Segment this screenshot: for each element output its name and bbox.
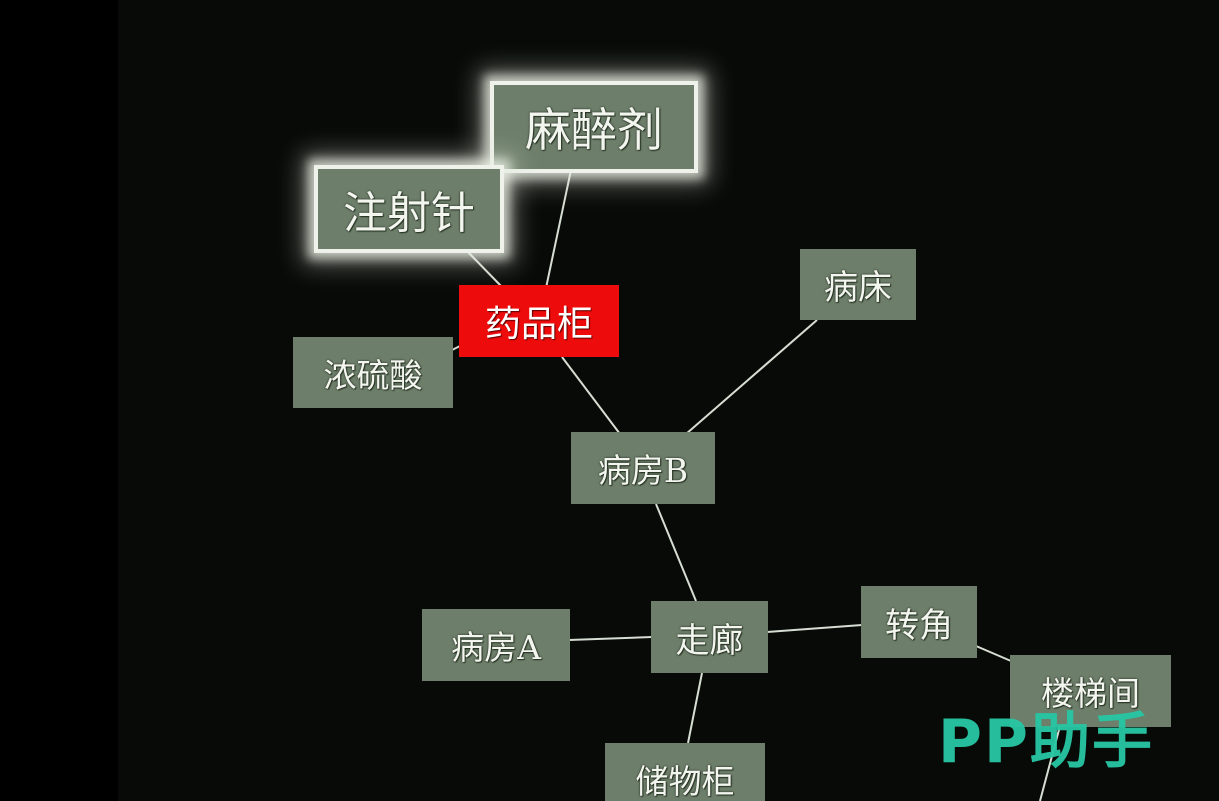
node-bingchuang[interactable]: 病床 xyxy=(800,249,916,320)
node-zhuanjiao[interactable]: 转角 xyxy=(861,586,977,658)
node-zhusheizhen[interactable]: 注射针 xyxy=(314,165,504,253)
link-zoulang-zhuanjiao xyxy=(766,624,863,633)
link-bingchuang-bingfangb xyxy=(685,319,818,435)
letterbox-bar xyxy=(0,0,118,801)
node-bingfang-a[interactable]: 病房A xyxy=(422,609,570,681)
link-yaopingui-bingfangb xyxy=(561,356,621,435)
link-zhuanjiao-loutijian xyxy=(975,645,1012,662)
node-chuwugui[interactable]: 储物柜 xyxy=(605,743,765,801)
link-nongliusuan-yaopingui xyxy=(451,345,461,351)
node-zoulang[interactable]: 走廊 xyxy=(651,601,768,673)
node-bingfang-b[interactable]: 病房B xyxy=(571,432,715,504)
node-mazuiji[interactable]: 麻醉剂 xyxy=(490,81,698,173)
link-mazuiji-yaopingui xyxy=(545,169,572,289)
node-nongliusuan[interactable]: 浓硫酸 xyxy=(293,337,453,408)
link-zhusheizhen-yaopingui xyxy=(465,249,503,288)
link-bingfanga-zoulang xyxy=(568,636,653,641)
pp-assistant-watermark: PP助手 xyxy=(938,706,1154,777)
link-loutijian-offscreen xyxy=(1039,725,1061,801)
node-loutijian[interactable]: 楼梯间 xyxy=(1010,655,1171,727)
link-zoulang-chuwugui xyxy=(687,672,703,744)
node-yaopingui-current[interactable]: 药品柜 xyxy=(459,285,619,357)
link-bingfangb-zoulang xyxy=(655,503,697,602)
